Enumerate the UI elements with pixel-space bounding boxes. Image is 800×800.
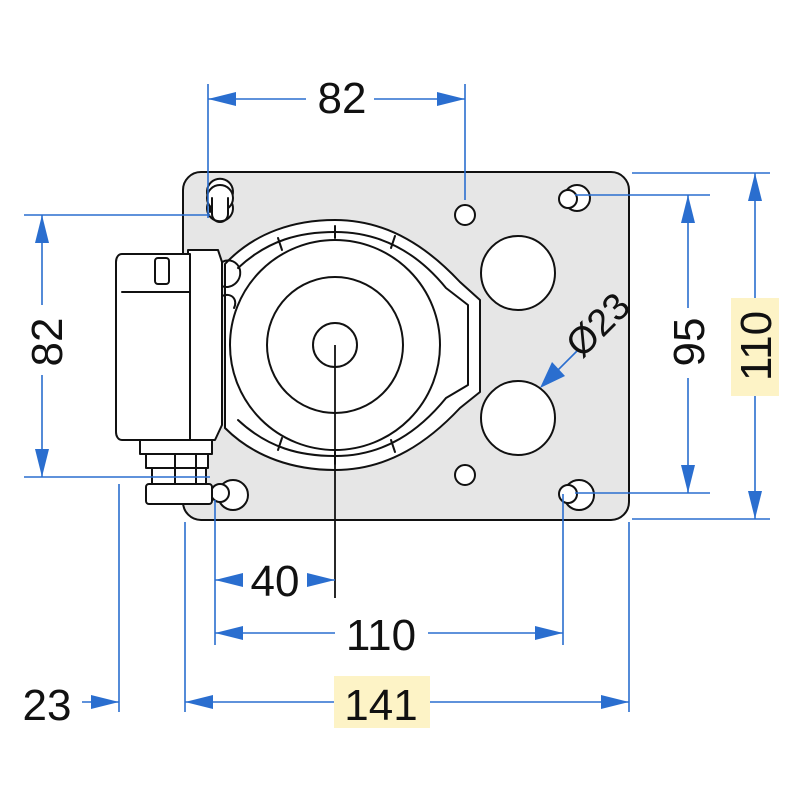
small-hole-bottom	[454, 464, 476, 486]
dim-label-overall-width: 141	[344, 681, 417, 730]
dim-label-right-outer-height: 110	[732, 311, 781, 381]
keyhole-slot-top-left	[206, 177, 234, 223]
dim-label-offset-40: 40	[251, 557, 300, 606]
dim-bottom-40: 40	[214, 500, 335, 645]
dim-left-82: 82	[20, 214, 210, 478]
dim-label-top-width: 82	[318, 74, 367, 123]
dim-label-hole-spacing: 110	[346, 611, 416, 660]
dim-label-right-inner-height: 95	[665, 318, 714, 367]
dim-label-left-height: 82	[23, 318, 72, 367]
large-hole-lower	[480, 380, 556, 456]
dim-label-left-offset: 23	[23, 681, 72, 730]
highlight-110	[731, 298, 779, 396]
keyhole-slot-bottom-left	[210, 479, 249, 511]
dim-right-110: 110	[632, 172, 781, 520]
dim-right-95: 95	[575, 194, 714, 494]
cable-gland-box	[115, 253, 213, 505]
large-hole-upper	[480, 235, 556, 311]
highlight-141	[334, 676, 430, 728]
dim-bottom-23-141: 23 141	[23, 484, 630, 730]
keyhole-slot-bottom-right	[558, 479, 595, 511]
dim-top-82: 82	[207, 74, 466, 218]
small-hole-top	[454, 204, 476, 226]
dim-bottom-110: 110	[215, 494, 564, 660]
keyhole-slot-top-right	[558, 184, 591, 212]
